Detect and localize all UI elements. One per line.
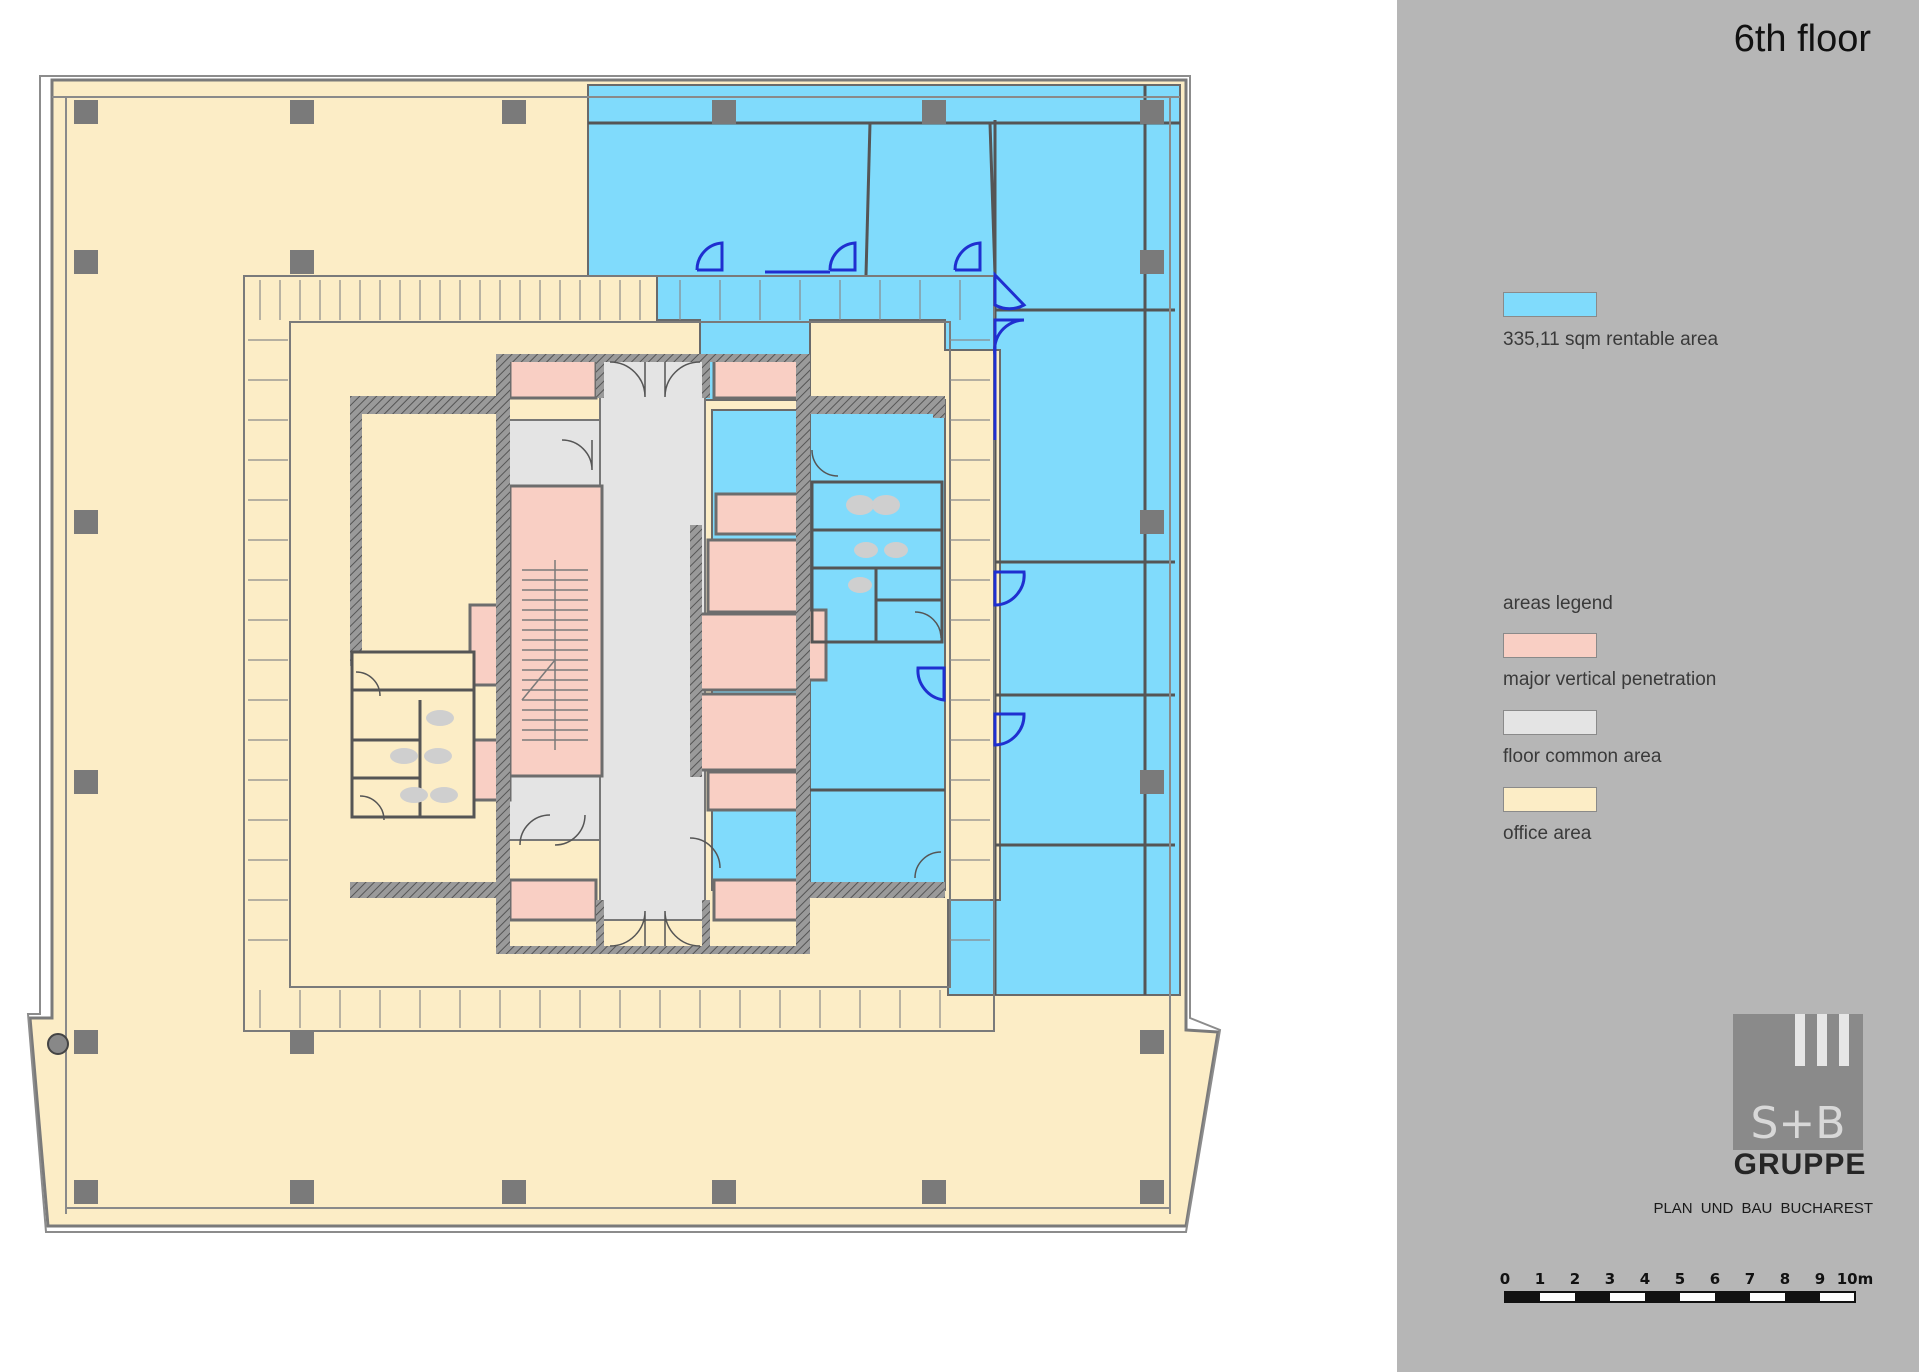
scale-bar: 0 1 2 3 4 5 6 7 8 9 10m: [1500, 1270, 1874, 1303]
core-walls: [350, 354, 945, 954]
legend-panel: 6th floor 335,11 sqm rentable area areas…: [1397, 0, 1919, 1372]
facade-mullions: [52, 96, 1180, 1214]
legend-heading: areas legend: [1503, 593, 1613, 614]
scale-tick-8: 8: [1780, 1270, 1790, 1288]
ceiling-grid: [248, 280, 990, 1028]
stair: [521, 560, 588, 750]
floor-title: 6th floor: [1733, 18, 1871, 60]
company-logo-icon: S+B: [1733, 1014, 1863, 1150]
logo-wordmark: GRUPPE: [1733, 1148, 1867, 1181]
logo-subtitle: PLAN UND BAU BUCHAREST: [1653, 1200, 1873, 1217]
wc-right: [810, 480, 944, 644]
logo-mark: S+B: [1751, 1098, 1846, 1149]
legend-swatch-rentable: [1503, 292, 1597, 317]
legend-label-common-area: floor common area: [1503, 746, 1662, 767]
rentable-doors: [695, 241, 1027, 747]
hydrant-symbol: [47, 1033, 69, 1055]
structural-columns: [74, 100, 1164, 1204]
outer-slab-line: [26, 75, 1222, 1233]
scale-tick-5: 5: [1675, 1270, 1685, 1288]
wc-fixtures: [390, 495, 908, 803]
rentable-area: [587, 84, 1181, 996]
scale-tick-7: 7: [1745, 1270, 1755, 1288]
legend-swatch-common-area: [1503, 710, 1597, 735]
scale-tick-6: 6: [1710, 1270, 1720, 1288]
legend-label-rentable: 335,11 sqm rentable area: [1503, 329, 1719, 350]
corridor-ring-outer: [243, 275, 995, 1032]
scale-tick-1: 1: [1535, 1270, 1545, 1288]
legend-label-vertical-penetration: major vertical penetration: [1503, 669, 1717, 690]
legend-swatch-office-area: [1503, 787, 1597, 812]
legend-label-office-area: office area: [1503, 823, 1592, 844]
scale-tick-10: 10m: [1837, 1270, 1874, 1288]
vertical-penetrations: [458, 356, 828, 922]
core-doors: [355, 361, 942, 947]
scale-tick-0: 0: [1500, 1270, 1510, 1288]
rentable-wc-area: [809, 399, 946, 891]
scale-tick-2: 2: [1570, 1270, 1580, 1288]
core-common-area: [599, 359, 706, 921]
floor-plan: [26, 75, 1222, 1233]
scale-tick-3: 3: [1605, 1270, 1615, 1288]
scale-tick-4: 4: [1640, 1270, 1650, 1288]
legend-swatch-vertical-penetration: [1503, 633, 1597, 658]
corridor-ring-inner: [289, 321, 951, 988]
scale-tick-9: 9: [1815, 1270, 1825, 1288]
